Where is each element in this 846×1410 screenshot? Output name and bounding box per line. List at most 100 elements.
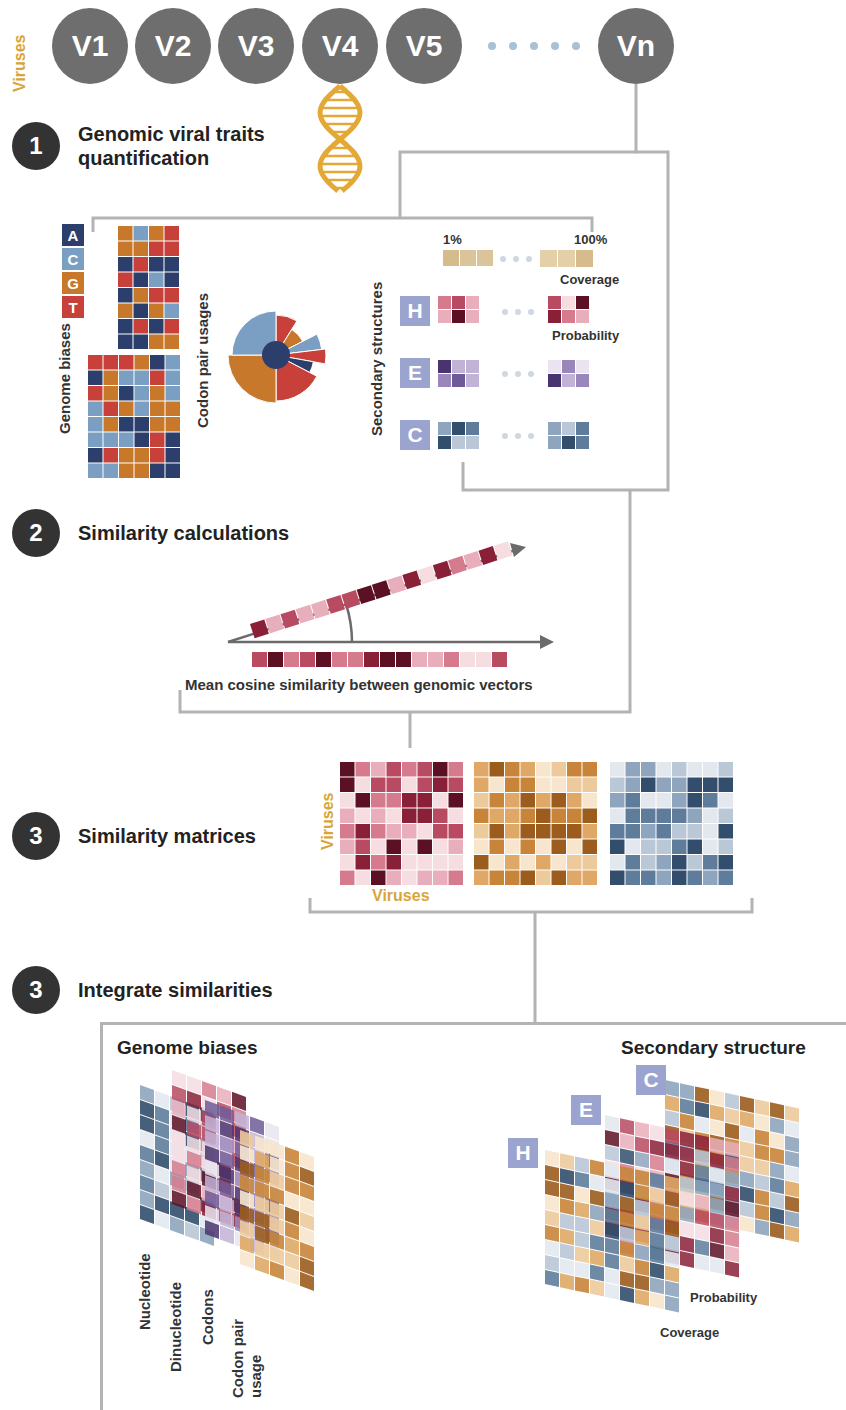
heatmap-cell: [433, 809, 448, 824]
heatmap-cell: [665, 1143, 679, 1160]
heatmap-cell: [119, 464, 134, 479]
heatmap-cell: [703, 778, 718, 793]
dna-helix: [320, 86, 360, 191]
heatmap-cell: [770, 1222, 784, 1239]
heatmap-cell: [567, 871, 582, 886]
heatmap-cell: [474, 793, 489, 808]
heatmap-cell: [166, 371, 181, 386]
heatmap-cell: [719, 809, 734, 824]
heatmap-cell: [134, 242, 149, 257]
heatmap-cell: [703, 855, 718, 870]
heatmap-cell: [387, 855, 402, 870]
heatmap-cell: [474, 855, 489, 870]
heatmap-cell: [433, 778, 448, 793]
heatmap-grid: [474, 762, 597, 885]
heatmap-cell: [755, 1204, 769, 1221]
heatmap-grid: [610, 762, 733, 885]
heatmap-cell: [449, 871, 464, 886]
heatmap-cell: [552, 855, 567, 870]
heatmap-cell: [88, 386, 103, 401]
heatmap-cell: [505, 762, 520, 777]
heatmap-cell: [626, 855, 641, 870]
heatmap-cell: [88, 355, 103, 370]
heatmap-cell: [118, 226, 133, 241]
heatmap-cell: [635, 1274, 649, 1291]
axis-label: Codons: [199, 1289, 217, 1345]
structure-letter: E: [579, 1098, 593, 1122]
heatmap-cell: [719, 855, 734, 870]
heatmap-cell: [650, 1202, 664, 1219]
heatmap-cell: [605, 1193, 619, 1210]
heatmap-cell: [725, 1123, 739, 1140]
structure-letter: H: [407, 299, 422, 323]
bracket-lines: [93, 84, 752, 1022]
heatmap-cell: [552, 793, 567, 808]
heatmap-cell: [610, 809, 625, 824]
heatmap-cell: [396, 652, 411, 667]
heatmap-cell: [466, 296, 479, 309]
heatmap-cell: [560, 1228, 574, 1245]
heatmap-cell: [575, 1276, 589, 1293]
heatmap-cell: [695, 1134, 709, 1151]
heatmap-cell: [672, 840, 687, 855]
heatmap-cell: [740, 1111, 754, 1128]
heatmap-cell: [357, 585, 376, 604]
heatmap-cell: [605, 1238, 619, 1255]
heatmap-cell: [710, 1090, 724, 1107]
heatmap-cell: [460, 250, 476, 266]
heatmap-cell: [150, 433, 165, 448]
heatmap-cell: [576, 422, 589, 435]
step-number: 2: [12, 509, 60, 557]
step-heading: 3Integrate similarities: [12, 966, 273, 1014]
generated-grids: [88, 86, 799, 1312]
heatmap-cell: [505, 824, 520, 839]
heatmap-cell: [165, 226, 180, 241]
heatmap-cell: [387, 809, 402, 824]
heatmap-cell: [560, 1273, 574, 1290]
annotation-label: Coverage: [560, 272, 619, 288]
heatmap-cell: [536, 778, 551, 793]
heatmap-cell: [452, 310, 465, 323]
heatmap-cell: [545, 1195, 559, 1212]
heatmap-cell: [650, 1172, 664, 1189]
heatmap-cell: [340, 809, 355, 824]
heatmap-cell: [474, 809, 489, 824]
heatmap-cell: [118, 304, 133, 319]
heatmap-cell: [560, 1198, 574, 1215]
heatmap-cell: [490, 855, 505, 870]
heatmap-cell: [402, 855, 417, 870]
heatmap-cell: [575, 1261, 589, 1278]
heatmap-cell: [548, 436, 561, 449]
heatmap-cell: [521, 840, 536, 855]
heatmap-cell: [785, 1136, 799, 1153]
heatmap-cell: [170, 1216, 184, 1235]
virus-name: V5: [406, 29, 443, 63]
heatmap-cell: [118, 242, 133, 257]
heatmap-cell: [380, 652, 395, 667]
heatmap-cell: [695, 1179, 709, 1196]
heatmap-cell: [270, 1261, 284, 1280]
heatmap-cell: [755, 1189, 769, 1206]
heatmap-cell: [590, 1190, 604, 1207]
heatmap-cell: [402, 840, 417, 855]
heatmap-cell: [444, 652, 459, 667]
heatmap-cell: [433, 824, 448, 839]
heatmap-cell: [583, 809, 598, 824]
heatmap-cell: [620, 1211, 634, 1228]
heatmap-cell: [452, 296, 465, 309]
heatmap-cell: [610, 840, 625, 855]
heatmap-cell: [605, 1130, 619, 1147]
heatmap-cell: [770, 1117, 784, 1134]
heatmap-cell: [641, 762, 656, 777]
virus-name: V3: [238, 29, 275, 63]
nucleotide-box: G: [62, 272, 84, 294]
heatmap-cell: [672, 871, 687, 886]
heatmap-cell: [418, 762, 433, 777]
leader-line: [534, 912, 537, 1022]
heatmap-cell: [165, 242, 180, 257]
heatmap-cell: [575, 1231, 589, 1248]
heatmap-cell: [695, 1194, 709, 1211]
heatmap-cell: [740, 1171, 754, 1188]
heatmap-cell: [610, 778, 625, 793]
heatmap-cell: [371, 793, 386, 808]
